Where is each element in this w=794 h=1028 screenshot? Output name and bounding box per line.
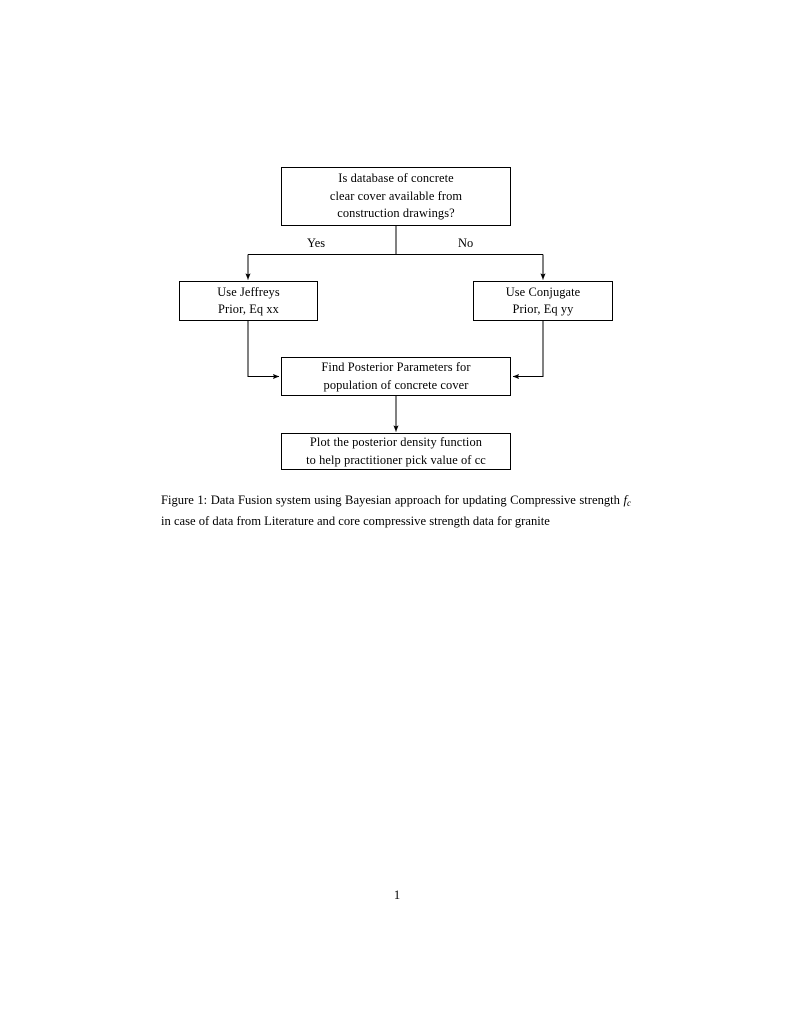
flowchart-connectors xyxy=(245,226,546,432)
figure-caption-tail: in case of data from Literature and core… xyxy=(161,513,550,528)
figure-caption-math-base: f xyxy=(623,493,627,507)
flow-node-jeffreys-line-2: Prior, Eq xx xyxy=(218,302,279,316)
flow-node-conjugate-line-2: Prior, Eq yy xyxy=(512,302,574,316)
edge-conjugate-to-posterior xyxy=(512,321,544,380)
page-number: 1 xyxy=(393,888,401,902)
flow-node-jeffreys-prior[interactable]: Use Jeffreys Prior, Eq xx xyxy=(179,281,318,321)
flow-node-posterior-line-2: population of concrete cover xyxy=(323,377,469,392)
figure-caption-math-subscript: c xyxy=(626,497,632,508)
figure-flowchart: Is database of concrete clear cover avai… xyxy=(0,0,794,490)
flow-node-plot-posterior-density[interactable]: Plot the posterior density function to h… xyxy=(281,433,511,470)
figure-caption-math-fc: fc xyxy=(623,493,632,508)
flow-node-question-line-2: clear cover available from xyxy=(329,188,463,203)
edge-label-no: No xyxy=(458,236,474,250)
flow-node-conjugate-line-1: Use Conjugate xyxy=(505,284,581,299)
flow-node-conjugate-prior[interactable]: Use Conjugate Prior, Eq yy xyxy=(473,281,613,321)
figure-caption: Figure 1: Data Fusion system using Bayes… xyxy=(161,492,631,530)
flow-node-question-line-1: Is database of concrete xyxy=(338,171,454,186)
flow-node-find-posterior-parameters[interactable]: Find Posterior Parameters for population… xyxy=(281,357,511,396)
flow-node-question[interactable]: Is database of concrete clear cover avai… xyxy=(281,167,511,226)
flow-node-posterior-line-1: Find Posterior Parameters for xyxy=(321,360,471,374)
flow-node-question-line-3: construction drawings? xyxy=(337,206,455,221)
figure-caption-head: Data Fusion system using Bayesian approa… xyxy=(210,493,620,507)
edge-jeffreys-to-posterior xyxy=(247,321,280,380)
figure-caption-label: Figure 1: xyxy=(161,493,208,507)
edge-label-yes: Yes xyxy=(307,236,326,250)
flow-node-plot-line-1: Plot the posterior density function xyxy=(309,435,483,449)
flow-node-jeffreys-line-1: Use Jeffreys xyxy=(217,284,280,299)
flow-node-plot-line-2: to help practitioner pick value of cc xyxy=(306,452,486,467)
